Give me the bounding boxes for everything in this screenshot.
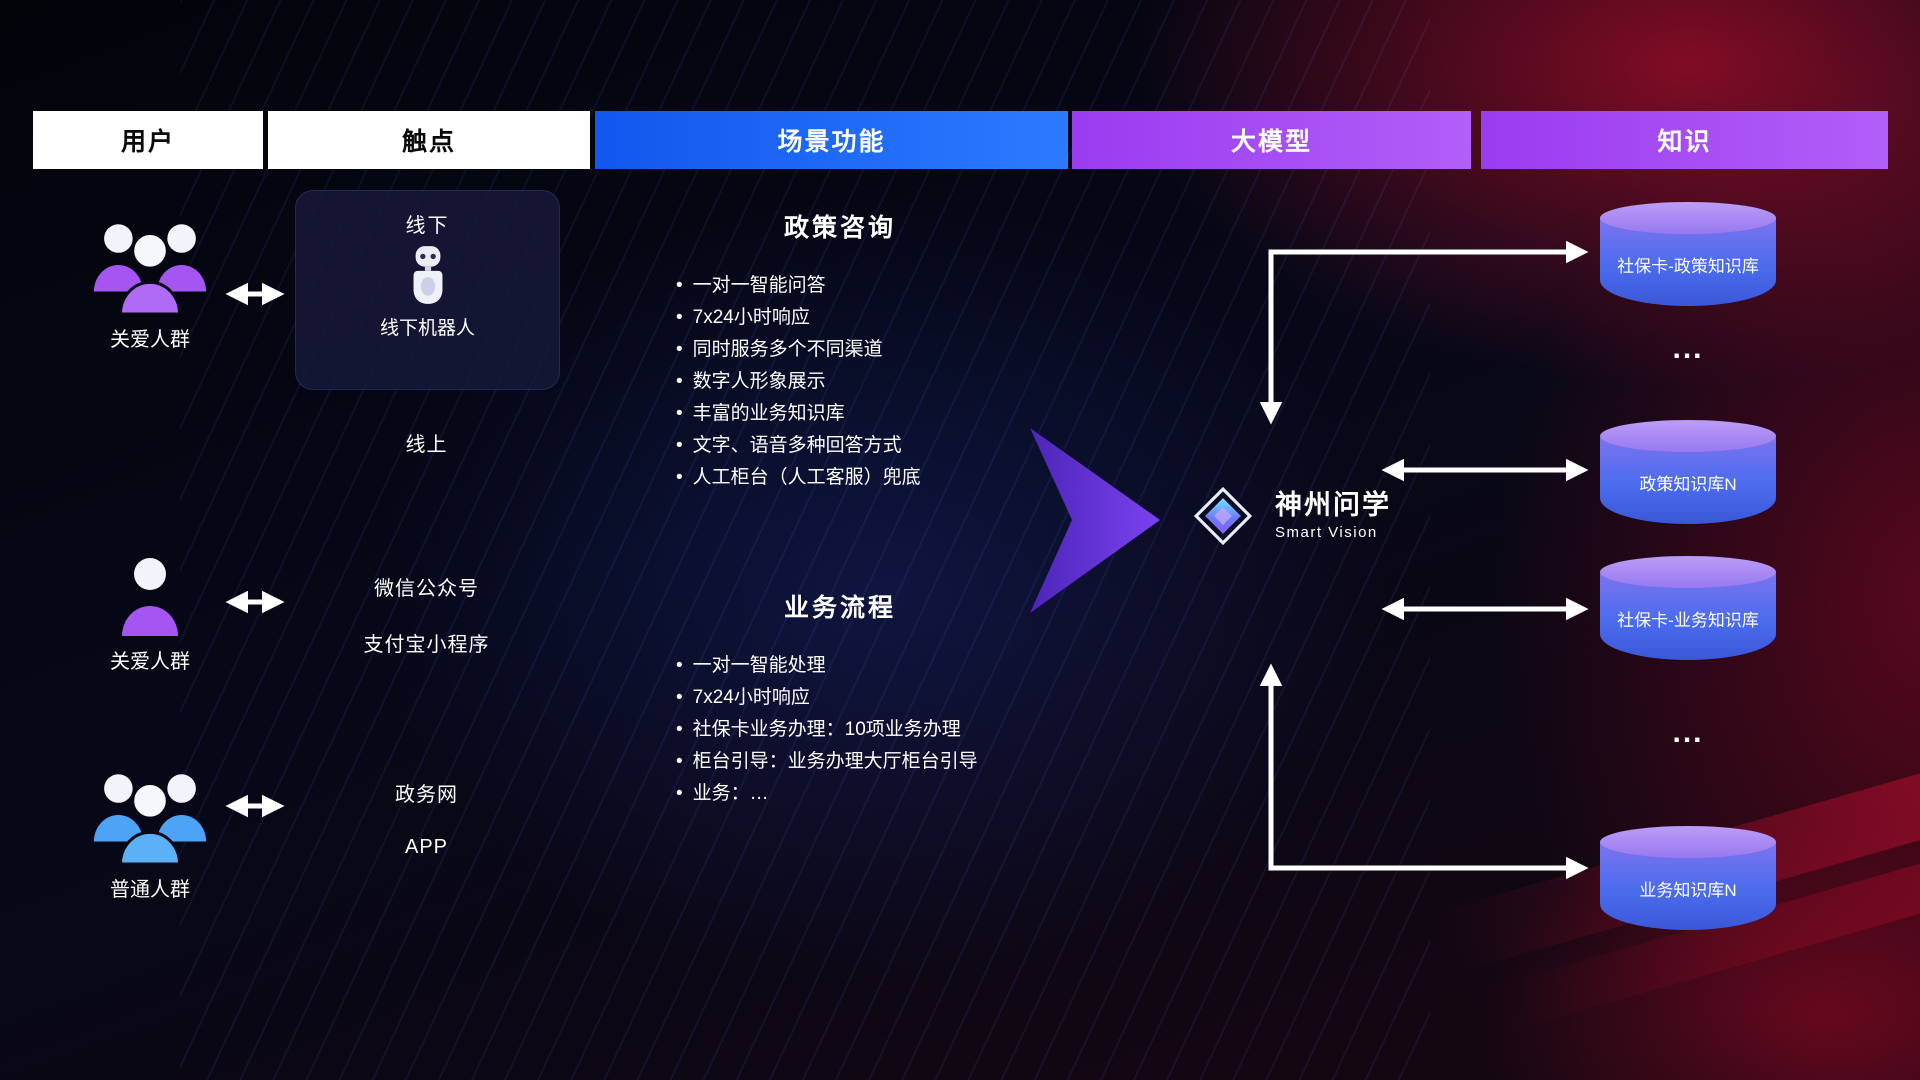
- header-users: 用户: [33, 111, 263, 169]
- kb-cylinder-policy-n: 政策知识库N: [1600, 420, 1776, 524]
- user-label: 关爱人群: [110, 651, 190, 673]
- scene-business-process: 业务流程 一对一智能处理 7x24小时响应 社保卡业务办理：10项业务办理 柜台…: [640, 588, 1040, 810]
- kb-label: 业务知识库N: [1639, 880, 1737, 900]
- cylinder-top: [1600, 420, 1776, 452]
- cylinder-top: [1600, 556, 1776, 588]
- scene-title: 政策咨询: [783, 214, 896, 242]
- kb-cylinder-business-social: 社保卡-业务知识库: [1600, 556, 1776, 660]
- header-scene-functions-label: 场景功能: [777, 128, 886, 156]
- feature-item: 一对一智能处理: [676, 650, 1040, 682]
- channel-alipay: 支付宝小程序: [363, 634, 490, 656]
- robot-icon: [296, 244, 559, 311]
- kb-ellipsis-2: ...: [1672, 716, 1704, 749]
- header-knowledge-label: 知识: [1657, 128, 1712, 156]
- feature-item: 人工柜台（人工客服）兜底: [676, 462, 1040, 494]
- feature-item: 数字人形象展示: [676, 366, 1040, 398]
- people-group-purple-icon: [93, 224, 207, 316]
- feature-item: 7x24小时响应: [676, 682, 1040, 714]
- header-large-model: 大模型: [1072, 111, 1471, 169]
- brand-diamond-icon: [1193, 486, 1253, 546]
- user-label: 普通人群: [110, 879, 190, 901]
- header-touchpoints: 触点: [268, 111, 590, 169]
- header-touchpoints-label: 触点: [401, 128, 456, 156]
- brand-logo: 神州问学 Smart Vision: [1185, 478, 1391, 554]
- feature-item: 一对一智能问答: [676, 270, 1040, 302]
- cylinder-top: [1600, 202, 1776, 234]
- flow-arrow-icon: [1030, 428, 1160, 618]
- people-group-blue-icon: [93, 774, 207, 866]
- user-group-care-2: 关爱人群: [65, 552, 235, 674]
- offline-touchpoint-panel: 线下 线下机器人: [295, 190, 560, 390]
- kb-cylinder-business-n: 业务知识库N: [1600, 826, 1776, 930]
- feature-item: 丰富的业务知识库: [676, 398, 1040, 430]
- feature-item: 同时服务多个不同渠道: [676, 334, 1040, 366]
- channel-app: APP: [404, 836, 449, 858]
- person-purple-icon: [122, 558, 178, 636]
- online-title: 线上: [405, 434, 448, 456]
- feature-item: 7x24小时响应: [676, 302, 1040, 334]
- scene-policy-consulting: 政策咨询 一对一智能问答 7x24小时响应 同时服务多个不同渠道 数字人形象展示…: [640, 208, 1040, 494]
- header-knowledge: 知识: [1481, 111, 1888, 169]
- header-scene-functions: 场景功能: [595, 111, 1068, 169]
- brand-name: 神州问学: [1275, 490, 1391, 521]
- header-users-label: 用户: [120, 128, 175, 156]
- header-large-model-label: 大模型: [1230, 128, 1312, 156]
- user-group-general: 普通人群: [65, 762, 235, 902]
- offline-robot-label: 线下机器人: [379, 318, 475, 339]
- brand-subtitle: Smart Vision: [1275, 523, 1378, 541]
- channel-wechat: 微信公众号: [374, 578, 479, 600]
- feature-item: 文字、语音多种回答方式: [676, 430, 1040, 462]
- scene-title: 业务流程: [783, 594, 896, 622]
- feature-item: 社保卡业务办理：10项业务办理: [676, 714, 1040, 746]
- user-label: 关爱人群: [110, 329, 190, 351]
- kb-ellipsis-1: ...: [1672, 332, 1704, 365]
- user-group-care-1: 关爱人群: [65, 212, 235, 352]
- offline-title: 线下: [405, 215, 450, 237]
- kb-label: 社保卡-政策知识库: [1617, 256, 1759, 276]
- feature-item: 柜台引导：业务办理大厅柜台引导: [676, 746, 1040, 778]
- cylinder-top: [1600, 826, 1776, 858]
- feature-list: 一对一智能问答 7x24小时响应 同时服务多个不同渠道 数字人形象展示 丰富的业…: [640, 270, 1040, 494]
- kb-cylinder-policy-social: 社保卡-政策知识库: [1600, 202, 1776, 306]
- feature-item: 业务：…: [676, 778, 1040, 810]
- kb-label: 政策知识库N: [1639, 474, 1737, 494]
- feature-list: 一对一智能处理 7x24小时响应 社保卡业务办理：10项业务办理 柜台引导：业务…: [640, 650, 1040, 810]
- kb-label: 社保卡-业务知识库: [1617, 610, 1759, 630]
- channel-gov-web: 政务网: [395, 784, 458, 806]
- arrow-model-kb1: [1259, 240, 1589, 425]
- arrow-model-kb4: [1259, 663, 1589, 880]
